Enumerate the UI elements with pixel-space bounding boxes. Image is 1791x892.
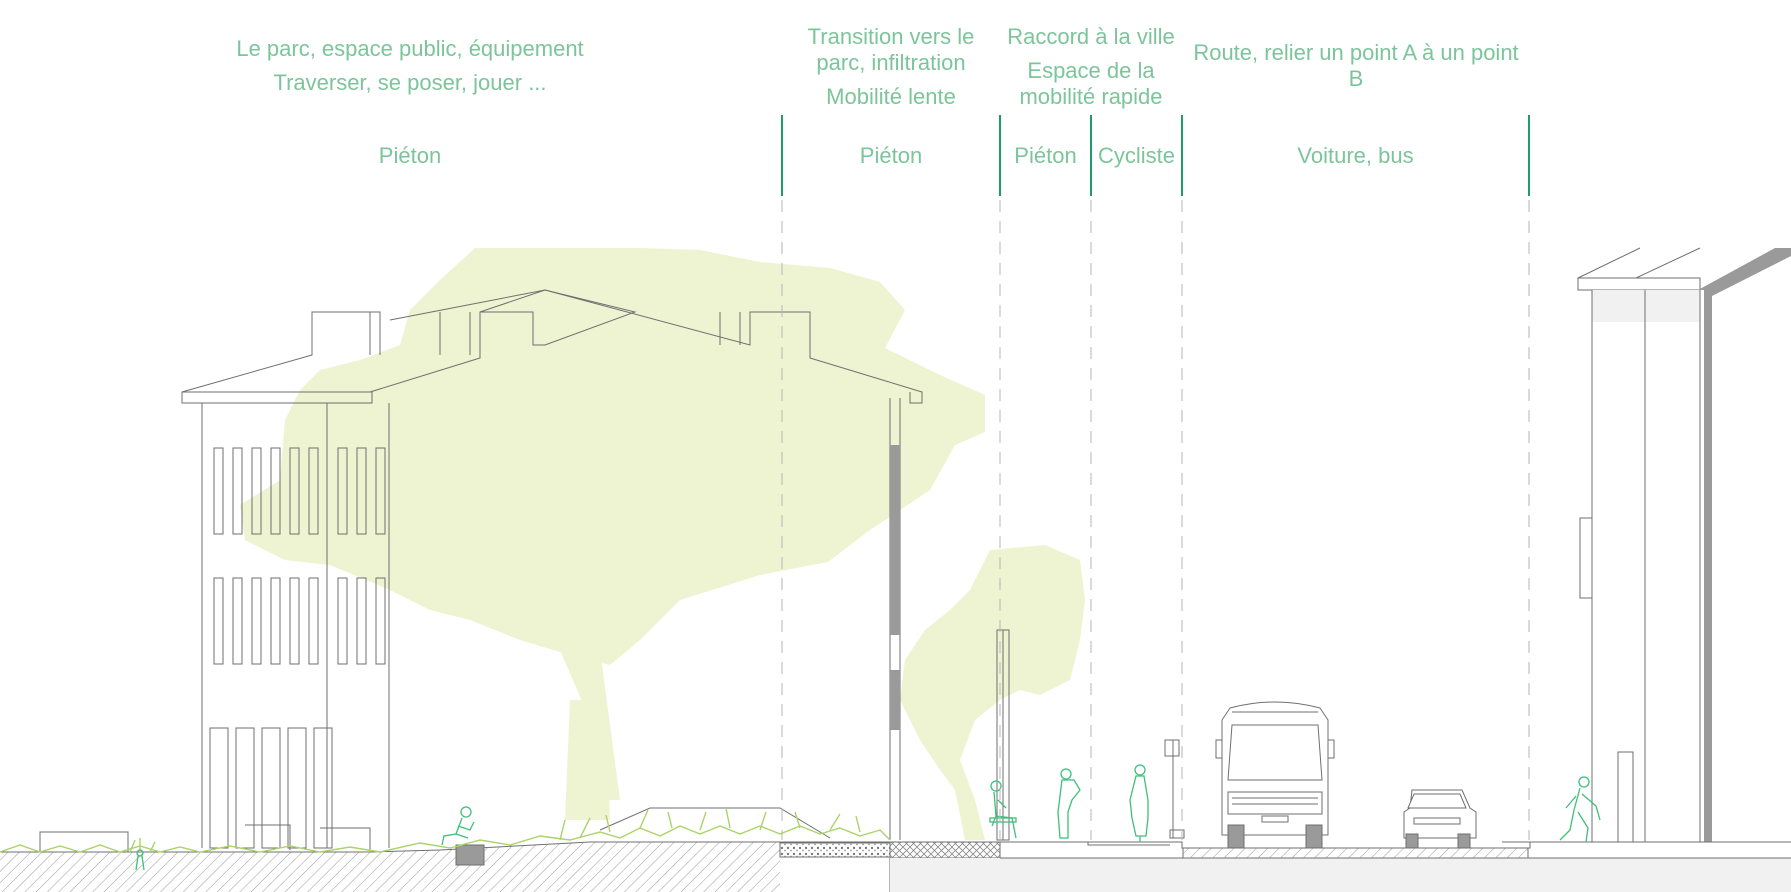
- mound: [599, 807, 831, 839]
- route-header: Route, relier un point A à un point B: [1186, 40, 1526, 92]
- zone-label-park: Piéton: [378, 143, 442, 168]
- grass: [0, 807, 891, 853]
- zone-label-transition: Piéton: [859, 143, 923, 168]
- tree-trunk-large-2: [565, 700, 610, 820]
- building-left: [39, 289, 923, 853]
- paving-strip: [889, 841, 1001, 859]
- park-header-line1: Le parc, espace public, équipement: [236, 36, 584, 61]
- raccord-header-line3: mobilité rapide: [1019, 84, 1163, 109]
- zone-label-cycle: Cycliste: [1097, 143, 1175, 168]
- transition-header-line3: Mobilité lente: [826, 84, 956, 109]
- zone-label-sidewalk: Piéton: [1014, 143, 1077, 168]
- tree-canopy-large: [240, 248, 985, 665]
- park-header-line2: Traverser, se poser, jouer ...: [273, 70, 547, 95]
- ground-park-line: [0, 841, 890, 853]
- zone-dividers: [781, 115, 1530, 840]
- people: [135, 764, 1601, 871]
- bench-block: [455, 844, 485, 866]
- raccord-header-line2: Espace de la: [1027, 58, 1155, 83]
- raccord-header: Raccord à la ville Espace de la mobilité…: [1000, 24, 1182, 110]
- transition-header: Transition vers le parc, infiltration Mo…: [782, 24, 1000, 110]
- shelter-roof-beam: [1698, 248, 1791, 842]
- zone-label-road: Voiture, bus: [1297, 143, 1414, 168]
- transition-header-line1: Transition vers le: [807, 24, 975, 49]
- park-header: Le parc, espace public, équipement Trave…: [180, 36, 640, 96]
- tree-canopy-small: [900, 545, 1085, 840]
- transition-header-line2: parc, infiltration: [816, 50, 966, 75]
- route-header-line2: B: [1348, 66, 1364, 91]
- city-ground: [890, 858, 1791, 892]
- gravel-strip: [779, 842, 891, 858]
- building-right: [1577, 247, 1701, 843]
- bus: [1215, 701, 1335, 849]
- raccord-header-line1: Raccord à la ville: [1007, 24, 1175, 49]
- signal-post: [1164, 739, 1185, 839]
- road-asphalt: [1182, 847, 1529, 859]
- route-header-line1: Route, relier un point A à un point: [1193, 40, 1519, 65]
- car: [1403, 789, 1477, 849]
- ground-park: [0, 842, 780, 892]
